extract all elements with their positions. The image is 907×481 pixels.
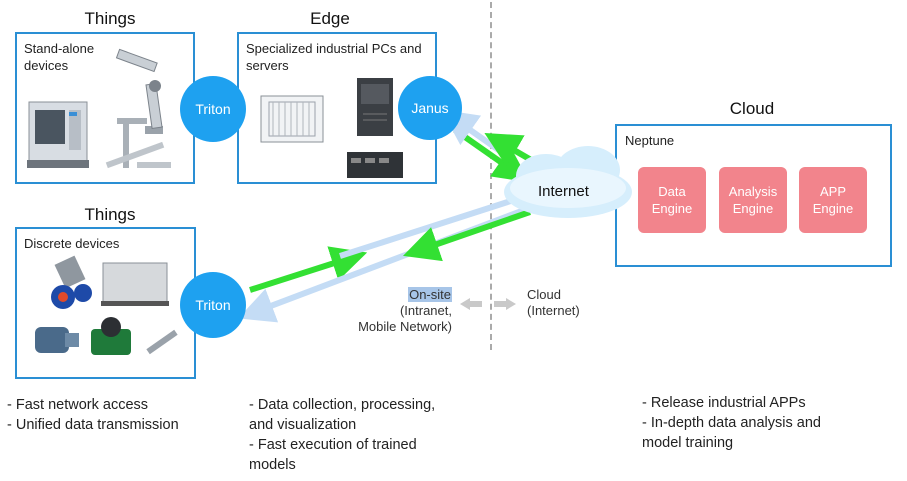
things-bullet-2: - Unified data transmission: [7, 417, 179, 433]
internet-label: Internet: [538, 183, 589, 200]
edge-pcs-label: Specialized industrial PCs and servers: [246, 41, 422, 73]
data-engine-line2: Engine: [651, 201, 693, 216]
edge-bullet-4: models: [249, 457, 296, 473]
things-top-heading: Things: [84, 9, 136, 28]
standalone-devices-label: Stand-alone devices: [24, 41, 95, 73]
app-engine-line1: APP: [819, 184, 846, 199]
cloud-arrow-icon: [494, 298, 516, 310]
onsite-arrow-icon: [460, 298, 482, 310]
analysis-engine-line2: Engine: [732, 201, 774, 216]
internet-cloud-icon: [504, 146, 632, 218]
triton-bottom-node: Triton: [180, 272, 246, 338]
triton-uplink-arrow-2: [339, 195, 521, 259]
analysis-engine-line1: Analysis: [728, 184, 778, 199]
onsite-legend: On-site (Intranet, Mobile Network): [346, 287, 452, 335]
cloud-line2: (Internet): [527, 303, 580, 318]
cloud-bullets: - Release industrial APPs - In-depth dat…: [642, 393, 821, 453]
things-bullets: - Fast network access - Unified data tra…: [7, 395, 179, 435]
edge-bullet-3: - Fast execution of trained: [249, 437, 417, 453]
triton-downlink-green: [402, 209, 531, 262]
app-engine-line2: Engine: [812, 201, 854, 216]
discrete-devices-box: Discrete devices: [15, 227, 196, 379]
onsite-line3: Mobile Network): [358, 319, 452, 334]
data-engine-line1: Data: [658, 184, 686, 199]
discrete-devices-label: Discrete devices: [24, 236, 120, 251]
cloud-legend: Cloud (Internet): [527, 287, 607, 319]
industrial-pc-icon: [260, 78, 403, 178]
cloud-bullet-1: - Release industrial APPs: [642, 395, 806, 411]
triton-top-node: Triton: [180, 76, 246, 142]
discrete-devices-icon: [35, 255, 178, 355]
cnc-machine-icon: [27, 48, 171, 169]
cloud-title: Cloud: [527, 287, 561, 302]
app-engine: APP Engine: [799, 167, 867, 233]
things-bottom-heading: Things: [84, 205, 136, 224]
janus-uplink-arrow: [453, 127, 530, 183]
edge-bullets: - Data collection, processing, and visua…: [249, 395, 435, 475]
cloud-bullet-2: - In-depth data analysis and: [642, 415, 821, 431]
triton-uplink-arrow: [249, 246, 368, 293]
onsite-title: On-site: [408, 287, 452, 302]
edge-bullet-2: and visualization: [249, 417, 357, 433]
edge-bullet-1: - Data collection, processing,: [249, 397, 436, 413]
edge-heading: Edge: [310, 9, 350, 28]
cloud-bullet-3: model training: [642, 435, 734, 451]
neptune-label: Neptune: [625, 133, 675, 148]
janus-node: Janus: [398, 76, 462, 140]
standalone-devices-box: Stand-alone devices: [15, 32, 195, 184]
onsite-line2: (Intranet,: [399, 303, 452, 318]
things-bullet-1: - Fast network access: [7, 397, 149, 413]
cloud-heading: Cloud: [729, 99, 775, 118]
